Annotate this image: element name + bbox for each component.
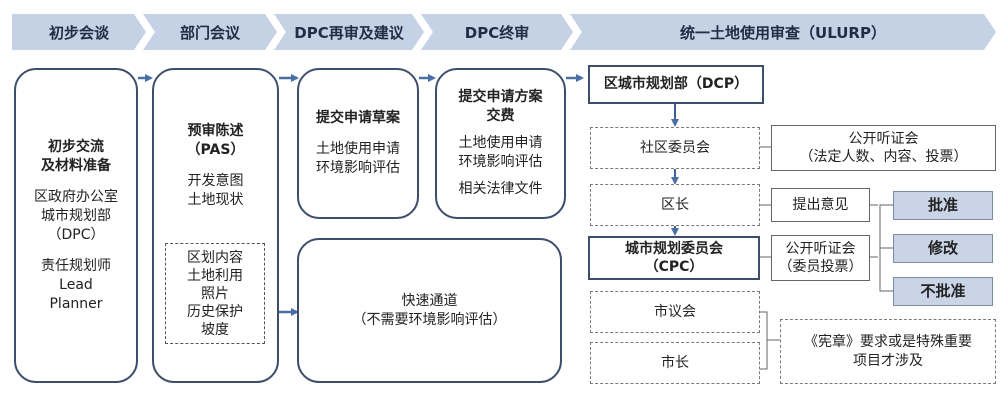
fast-track-box: 快速通道 （不需要环境影响评估）	[297, 238, 562, 383]
public-hearing-1-box: 公开听证会 （法定人数、内容、投票）	[771, 125, 996, 171]
initial-meeting-title-2: 及材料准备	[41, 157, 111, 174]
fast-track-note: （不需要环境影响评估）	[352, 311, 507, 328]
pas-sub-zoning: 区划内容	[187, 249, 243, 266]
initial-meeting-title-1: 初步交流	[48, 138, 104, 155]
cpc-title: 城市规划委员会	[625, 241, 723, 257]
cpc-abbr: （CPC）	[644, 259, 704, 275]
stage-label: 初步会谈	[48, 23, 109, 42]
city-council-label: 市议会	[654, 303, 696, 320]
opinion-box: 提出意见	[771, 188, 870, 222]
planner-cn: 责任规划师	[41, 257, 111, 274]
public-hearing-1-title: 公开听证会	[848, 131, 919, 147]
public-hearing-2-box: 公开听证会 （委员投票）	[771, 235, 870, 281]
pas-item-intent: 开发意图	[187, 173, 244, 189]
mayor-box: 市长	[590, 342, 760, 384]
stage-chevron-shape	[12, 14, 146, 50]
community-board-box: 社区委员会	[590, 127, 760, 169]
fast-track-title: 快速通道	[401, 292, 458, 309]
pas-sub-slope: 坡度	[201, 321, 229, 338]
dcp-label: 区城市规划部（DCP）	[603, 76, 749, 92]
pas-title-2: （PAS）	[186, 142, 245, 158]
pas-item-land-status: 土地现状	[187, 192, 244, 208]
initial-item-borough-office: 区政府办公室	[34, 188, 118, 205]
public-hearing-1-detail: （法定人数、内容、投票）	[799, 149, 968, 165]
result-reject-label: 不批准	[920, 282, 966, 300]
cpc-box: 城市规划委员会 （CPC）	[588, 236, 760, 280]
result-reject: 不批准	[893, 277, 993, 306]
mayor-label: 市长	[661, 354, 689, 371]
charter-note-1: 《宪章》要求或是特殊重要	[804, 333, 972, 350]
pas-sub-historic: 历史保护	[187, 303, 243, 320]
charter-note-box: 《宪章》要求或是特殊重要 项目才涉及	[780, 319, 996, 384]
dcp-box: 区城市规划部（DCP）	[588, 65, 764, 104]
charter-note-2: 项目才涉及	[853, 352, 923, 369]
final-title-2: 交费	[486, 108, 515, 124]
final-application-box: 提交申请方案 交费 土地使用申请 环境影响评估 相关法律文件	[435, 68, 566, 219]
stage-dpc-review: DPC再审及建议	[274, 14, 424, 50]
stage-label: DPC终审	[464, 23, 530, 42]
stage-chevron-shape	[570, 14, 996, 50]
stage-initial-meeting: 初步会谈	[12, 14, 146, 50]
result-approve: 批准	[893, 191, 993, 220]
stage-dpc-final: DPC终审	[421, 14, 573, 50]
public-hearing-2-detail: （委员投票）	[778, 259, 863, 275]
stage-dept-meeting: 部门会议	[143, 14, 277, 50]
borough-president-box: 区长	[590, 184, 760, 226]
side-connectors	[760, 146, 893, 370]
stage-label: DPC再审及建议	[294, 23, 404, 42]
pas-sub-land-use: 土地利用	[187, 267, 243, 284]
result-modify-label: 修改	[927, 239, 958, 257]
stage-chevron-shape	[274, 14, 424, 50]
final-item-legal: 相关法律文件	[458, 181, 543, 197]
initial-item-dcp-abbr: （DPC）	[47, 226, 105, 243]
draft-item-eia: 环境影响评估	[316, 160, 400, 176]
draft-title: 提交申请草案	[316, 110, 400, 126]
final-item-land-use: 土地使用申请	[458, 135, 543, 151]
result-approve-label: 批准	[927, 196, 958, 214]
initial-meeting-box: 初步交流 及材料准备 区政府办公室 城市规划部 （DPC） 责任规划师 Lead…	[14, 68, 138, 383]
result-modify: 修改	[893, 234, 993, 263]
public-hearing-2-title: 公开听证会	[785, 241, 856, 257]
stage-ulurp: 统一土地使用审查（ULURP）	[570, 14, 996, 50]
opinion-label: 提出意见	[792, 196, 849, 213]
borough-president-label: 区长	[661, 196, 689, 213]
stage-label: 部门会议	[179, 23, 240, 42]
final-item-eia: 环境影响评估	[458, 154, 543, 170]
community-board-label: 社区委员会	[640, 139, 710, 156]
city-council-box: 市议会	[590, 291, 760, 333]
planner-en-1: Lead	[59, 276, 93, 293]
pas-title-1: 预审陈述	[187, 123, 244, 139]
stage-chevron-shape	[143, 14, 277, 50]
final-title-1: 提交申请方案	[458, 89, 543, 105]
stage-chevron-shape	[421, 14, 573, 50]
draft-application-box: 提交申请草案 土地使用申请 环境影响评估	[297, 68, 419, 219]
planner-en-2: Planner	[49, 295, 103, 312]
initial-item-dcp: 城市规划部	[41, 207, 111, 224]
pas-sub-photos: 照片	[201, 285, 229, 302]
stage-label: 统一土地使用审查（ULURP）	[680, 23, 886, 42]
pas-sub-items-box: 区划内容 土地利用 照片 历史保护 坡度	[165, 243, 265, 344]
draft-item-land-use: 土地使用申请	[316, 141, 400, 157]
